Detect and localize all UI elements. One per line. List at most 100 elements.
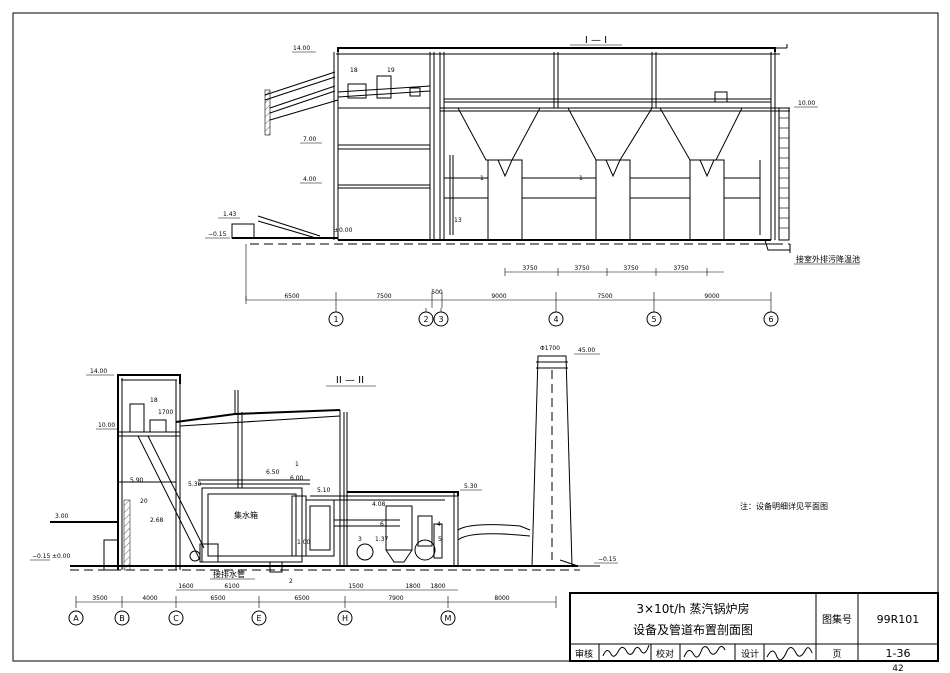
svg-text:1.00: 1.00 xyxy=(297,539,311,546)
svg-text:5.90: 5.90 xyxy=(130,477,144,484)
check-label: 校对 xyxy=(656,648,674,660)
section-1-dims-bottom: 6500 7500 500 9000 7500 9000 xyxy=(284,289,719,300)
svg-text:1800: 1800 xyxy=(430,583,445,590)
svg-text:1: 1 xyxy=(295,461,299,468)
svg-text:1: 1 xyxy=(480,175,484,182)
svg-text:18: 18 xyxy=(150,397,158,404)
svg-text:3750: 3750 xyxy=(623,265,638,272)
check-signature xyxy=(683,645,726,658)
svg-text:4.00: 4.00 xyxy=(303,176,317,183)
atlas-number: 99R101 xyxy=(877,613,920,626)
svg-text:2: 2 xyxy=(423,315,428,324)
design-signature xyxy=(766,647,813,661)
svg-text:6500: 6500 xyxy=(294,595,309,602)
svg-text:20: 20 xyxy=(140,498,148,505)
sheet-border xyxy=(12,12,939,662)
svg-text:3750: 3750 xyxy=(673,265,688,272)
svg-text:3750: 3750 xyxy=(574,265,589,272)
design-label: 设计 xyxy=(741,648,759,660)
svg-text:4.08: 4.08 xyxy=(372,501,386,508)
svg-text:6500: 6500 xyxy=(210,595,225,602)
svg-text:1700: 1700 xyxy=(158,409,173,416)
svg-text:3: 3 xyxy=(358,536,362,543)
svg-text:−0.15: −0.15 xyxy=(598,556,617,563)
svg-text:1: 1 xyxy=(333,315,338,324)
svg-text:6: 6 xyxy=(380,521,384,528)
section-2-equipment-labels: 18 1700 20 1 6 3 4 5 2 Φ1700 xyxy=(140,345,560,585)
drawing-title-line-1: 3×10t/h 蒸汽锅炉房 xyxy=(636,601,749,616)
pipe-label: 接排水管 xyxy=(213,569,245,579)
svg-text:14.00: 14.00 xyxy=(90,368,107,375)
svg-text:5: 5 xyxy=(651,315,656,324)
section-2-levels: 14.00 10.00 5.90 5.30 3.00 −0.15 ±0.00 2… xyxy=(30,347,618,564)
svg-text:1.37: 1.37 xyxy=(375,536,389,543)
svg-text:13: 13 xyxy=(454,217,462,224)
section-2-axes: A B C E H M xyxy=(68,610,456,626)
atlas-label: 图集号 xyxy=(822,613,852,626)
svg-text:10.00: 10.00 xyxy=(798,100,815,107)
svg-text:−0.15: −0.15 xyxy=(208,231,227,238)
svg-text:1800: 1800 xyxy=(405,583,420,590)
review-signature xyxy=(602,644,650,657)
svg-text:±0.00: ±0.00 xyxy=(52,553,71,560)
svg-text:19: 19 xyxy=(387,67,395,74)
svg-text:B: B xyxy=(119,614,125,623)
svg-text:A: A xyxy=(73,614,79,623)
section-2: II — II 集水箱 xyxy=(30,345,618,626)
svg-text:1500: 1500 xyxy=(348,583,363,590)
svg-text:3: 3 xyxy=(438,315,443,324)
svg-text:7.00: 7.00 xyxy=(303,136,317,143)
svg-text:C: C xyxy=(173,614,179,623)
tank-label: 集水箱 xyxy=(234,510,258,520)
svg-text:5.10: 5.10 xyxy=(317,487,331,494)
section-1-equipment-labels: 18 19 13 1 1 xyxy=(350,67,583,224)
title-block: 3×10t/h 蒸汽锅炉房 设备及管道布置剖面图 图集号 99R101 审核 校… xyxy=(569,592,939,662)
svg-text:500: 500 xyxy=(431,289,443,296)
svg-text:8000: 8000 xyxy=(494,595,509,602)
page-number: 1-36 xyxy=(886,647,911,660)
svg-text:3500: 3500 xyxy=(92,595,107,602)
section-2-dims-top: 1600 6100 1500 1800 1800 xyxy=(178,583,445,590)
equipment-note: 注：设备明细详见平面图 xyxy=(740,501,828,511)
svg-text:3750: 3750 xyxy=(522,265,537,272)
svg-text:7900: 7900 xyxy=(388,595,403,602)
svg-text:6100: 6100 xyxy=(224,583,239,590)
svg-text:5.30: 5.30 xyxy=(188,481,202,488)
svg-text:2: 2 xyxy=(289,578,293,585)
svg-text:9000: 9000 xyxy=(491,293,506,300)
svg-text:6.50: 6.50 xyxy=(266,469,280,476)
svg-text:−0.15: −0.15 xyxy=(32,553,51,560)
svg-text:1: 1 xyxy=(579,175,583,182)
svg-text:M: M xyxy=(445,614,452,623)
svg-text:10.00: 10.00 xyxy=(98,422,115,429)
svg-text:E: E xyxy=(256,614,261,623)
drain-note: 接室外排污降温池 xyxy=(796,254,860,264)
section-1-axes: 1 2 3 4 5 6 xyxy=(328,308,779,327)
page-label: 页 xyxy=(832,649,841,660)
svg-text:45.00: 45.00 xyxy=(578,347,595,354)
svg-text:6: 6 xyxy=(768,315,773,324)
section-1-dims-top: 3750 3750 3750 3750 xyxy=(522,265,688,272)
svg-text:5.30: 5.30 xyxy=(464,483,478,490)
sheet-number: 42 xyxy=(892,664,903,673)
svg-text:6.00: 6.00 xyxy=(290,475,304,482)
section-2-dims-bottom: 3500 4000 6500 6500 7900 8000 xyxy=(92,595,509,602)
svg-text:3.00: 3.00 xyxy=(55,513,69,520)
section-2-title: II — II xyxy=(336,375,364,386)
section-1: I — I xyxy=(205,35,860,327)
svg-text:7500: 7500 xyxy=(376,293,391,300)
drawing-title-line-2: 设备及管道布置剖面图 xyxy=(633,622,753,637)
svg-text:±0.00: ±0.00 xyxy=(334,227,353,234)
svg-text:18: 18 xyxy=(350,67,358,74)
svg-text:1600: 1600 xyxy=(178,583,193,590)
svg-text:14.00: 14.00 xyxy=(293,45,310,52)
svg-text:H: H xyxy=(342,614,348,623)
section-1-levels: 14.00 10.00 7.00 4.00 1.43 −0.15 ±0.00 xyxy=(205,45,818,239)
svg-text:5: 5 xyxy=(438,536,442,543)
svg-text:6500: 6500 xyxy=(284,293,299,300)
svg-text:4: 4 xyxy=(437,521,441,528)
svg-text:1.43: 1.43 xyxy=(223,211,237,218)
svg-text:4000: 4000 xyxy=(142,595,157,602)
svg-text:4: 4 xyxy=(553,315,558,324)
